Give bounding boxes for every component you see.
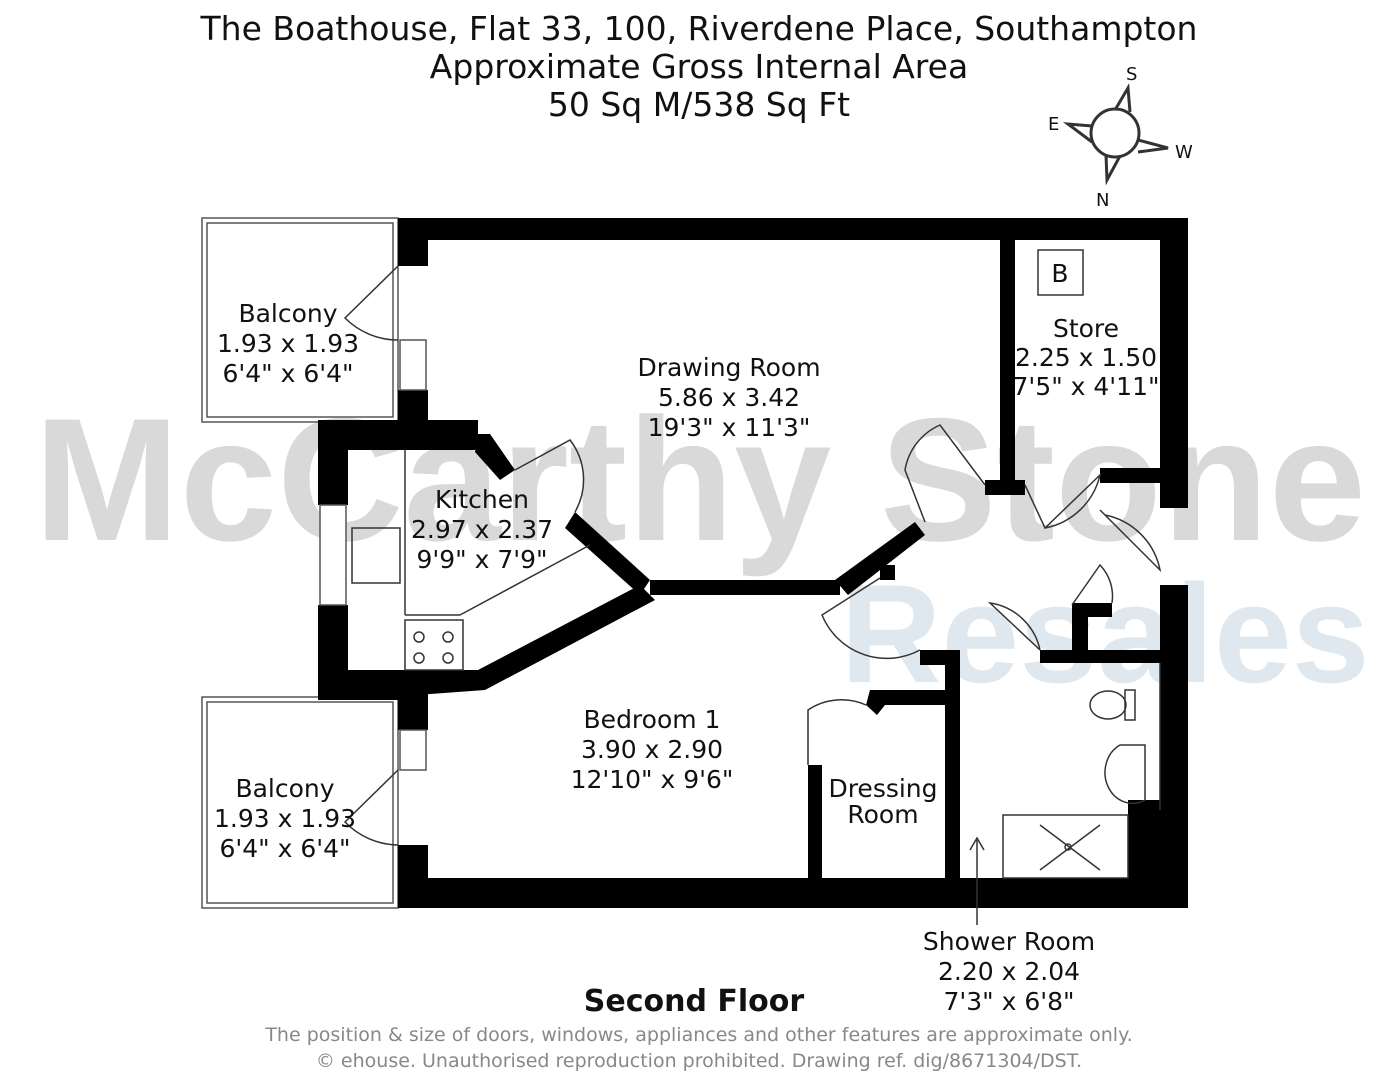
- room-metric: 5.86 x 3.42: [658, 383, 800, 412]
- room-name: Kitchen: [435, 485, 529, 514]
- boiler-cupboard: [1037, 249, 1084, 296]
- room-drawing-room: Drawing Room 5.86 x 3.42 19'3" x 11'3": [637, 353, 820, 442]
- room-balcony-top: Balcony 1.93 x 1.93 6'4" x 6'4": [217, 299, 359, 388]
- compass-s: S: [1126, 64, 1137, 85]
- boiler-label: B: [1051, 259, 1068, 288]
- room-metric: 1.93 x 1.93: [214, 804, 356, 833]
- room-imperial: 7'3" x 6'8": [943, 987, 1074, 1016]
- sink-icon: [351, 527, 401, 584]
- area-value: 50 Sq M/538 Sq Ft: [547, 85, 851, 124]
- room-metric: 2.25 x 1.50: [1015, 343, 1157, 372]
- compass-icon: [1062, 83, 1169, 186]
- room-shower-room: Shower Room 2.20 x 2.04 7'3" x 6'8": [923, 927, 1095, 1016]
- room-name: Balcony: [235, 774, 334, 803]
- footer-copyright: © ehouse. Unauthorised reproduction proh…: [315, 1050, 1083, 1072]
- room-imperial: 9'9" x 7'9": [416, 545, 547, 574]
- balconies: [201, 217, 399, 909]
- room-metric: 1.93 x 1.93: [217, 329, 359, 358]
- room-metric: 2.20 x 2.04: [938, 957, 1080, 986]
- room-name: Store: [1053, 314, 1119, 343]
- watermark-resales: Resales: [840, 555, 1369, 712]
- room-imperial: 12'10" x 9'6": [571, 765, 734, 794]
- footer: The position & size of doors, windows, a…: [0, 1022, 1398, 1074]
- room-name: Shower Room: [923, 927, 1095, 956]
- compass-e: E: [1048, 114, 1059, 135]
- floor-label: Second Floor: [584, 984, 805, 1019]
- room-imperial: 6'4" x 6'4": [222, 359, 353, 388]
- address-title: The Boathouse, Flat 33, 100, Riverdene P…: [200, 9, 1198, 48]
- room-name: Drawing Room: [637, 353, 820, 382]
- room-name-line2: Room: [847, 800, 918, 829]
- footer-disclaimer: The position & size of doors, windows, a…: [265, 1024, 1133, 1046]
- room-balcony-bottom: Balcony 1.93 x 1.93 6'4" x 6'4": [214, 774, 356, 863]
- walls: [318, 218, 1188, 908]
- room-name: Bedroom 1: [584, 705, 721, 734]
- compass-n: N: [1096, 190, 1109, 211]
- hob-icon: [404, 619, 464, 671]
- room-imperial: 19'3" x 11'3": [648, 413, 811, 442]
- area-title: Approximate Gross Internal Area: [429, 47, 969, 86]
- header: The Boathouse, Flat 33, 100, Riverdene P…: [0, 10, 1398, 124]
- kitchen-fixtures: [351, 450, 591, 671]
- room-name: Dressing: [828, 774, 937, 803]
- windows: [319, 339, 427, 771]
- room-imperial: 7'5" x 4'11": [1013, 372, 1160, 401]
- shower-tray-icon: [1002, 814, 1129, 879]
- shower-fixtures: [969, 663, 1161, 925]
- room-name: Balcony: [238, 299, 337, 328]
- doors: [343, 265, 1162, 846]
- toilet-icon: [1089, 690, 1127, 720]
- room-bedroom-1: Bedroom 1 3.90 x 2.90 12'10" x 9'6": [571, 705, 734, 794]
- room-imperial: 6'4" x 6'4": [219, 834, 350, 863]
- room-dressing-room: Dressing Room: [828, 774, 937, 829]
- washbasin-icon: [1104, 744, 1146, 805]
- room-metric: 3.90 x 2.90: [581, 735, 723, 764]
- room-store: Store 2.25 x 1.50 7'5" x 4'11": [1013, 314, 1160, 401]
- room-metric: 2.97 x 2.37: [411, 515, 553, 544]
- compass-w: W: [1175, 142, 1193, 163]
- room-kitchen: Kitchen 2.97 x 2.37 9'9" x 7'9": [411, 485, 553, 574]
